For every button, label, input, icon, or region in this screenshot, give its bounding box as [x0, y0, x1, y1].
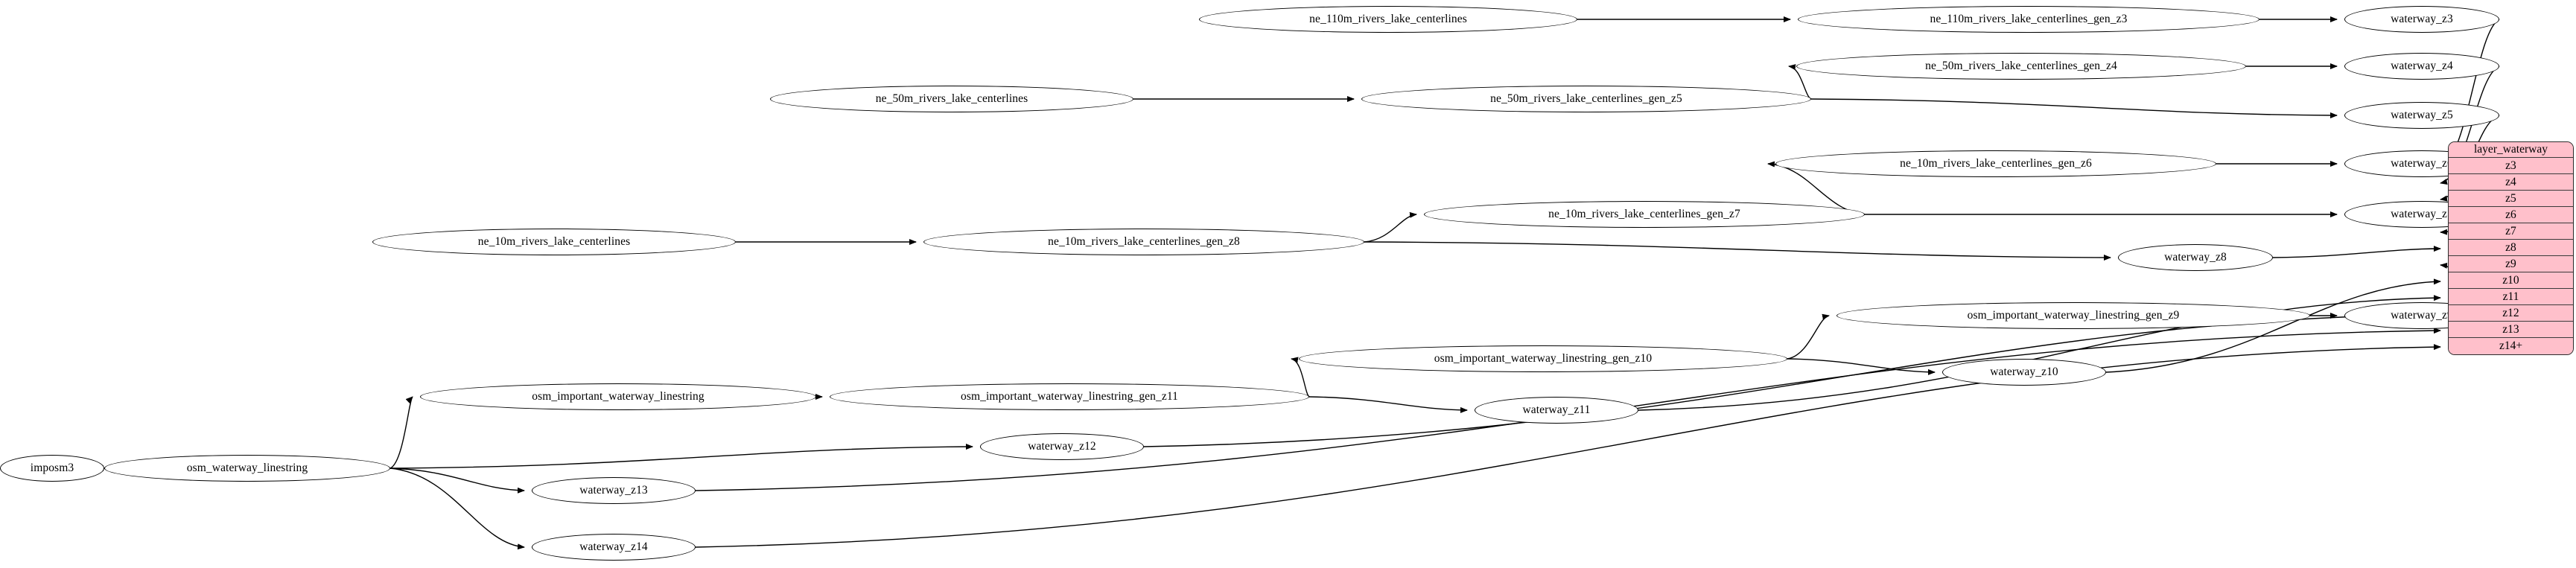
node-label: waterway_z14	[579, 540, 648, 554]
node-label: ne_10m_rivers_lake_centerlines_gen_z8	[1048, 235, 1240, 249]
edge-ne_10m_rivers_lake_centerlines_gen_z8-to-ne_10m_rivers_lake_centerlines_gen_z7	[1364, 211, 1417, 243]
layer-table-row-z12[interactable]: z12	[2449, 305, 2573, 322]
node-label: osm_waterway_linestring	[186, 462, 308, 475]
node-ne_110m_rivers_lake_centerlines_gen_z3[interactable]: ne_110m_rivers_lake_centerlines_gen_z3	[1798, 6, 2259, 33]
node-label: waterway_z5	[2391, 109, 2453, 122]
node-waterway_z11[interactable]: waterway_z11	[1475, 397, 1638, 424]
edge-osm_waterway_linestring-to-waterway_z12	[389, 444, 973, 469]
layer-table-row-z3[interactable]: z3	[2449, 158, 2573, 174]
node-label: ne_10m_rivers_lake_centerlines_gen_z6	[1900, 157, 2092, 170]
layer-table-row-z6[interactable]: z6	[2449, 207, 2573, 223]
node-waterway_z3[interactable]: waterway_z3	[2344, 6, 2499, 33]
edge-osm_waterway_linestring-to-waterway_z13	[389, 468, 525, 494]
node-label: ne_10m_rivers_lake_centerlines	[477, 235, 631, 249]
layer-table-header: layer_waterway	[2449, 142, 2573, 158]
node-label: ne_50m_rivers_lake_centerlines	[875, 92, 1028, 106]
node-label: waterway_z4	[2391, 60, 2453, 73]
node-label: imposm3	[30, 462, 74, 475]
node-ne_10m_rivers_lake_centerlines_gen_z7[interactable]: ne_10m_rivers_lake_centerlines_gen_z7	[1424, 201, 1865, 228]
edge-osm_important_waterway_linestring_gen_z10-to-waterway_z10	[1787, 358, 1936, 375]
node-osm_important_waterway_linestring[interactable]: osm_important_waterway_linestring	[420, 383, 816, 410]
edge-osm_important_waterway_linestring_gen_z11-to-waterway_z11	[1308, 396, 1468, 413]
node-ne_50m_rivers_lake_centerlines[interactable]: ne_50m_rivers_lake_centerlines	[770, 86, 1133, 112]
node-label: osm_important_waterway_linestring_gen_z1…	[961, 390, 1178, 403]
edge-osm_waterway_linestring-to-waterway_z14	[389, 468, 525, 550]
node-ne_10m_rivers_lake_centerlines_gen_z6[interactable]: ne_10m_rivers_lake_centerlines_gen_z6	[1775, 150, 2216, 177]
node-waterway_z8[interactable]: waterway_z8	[2118, 244, 2273, 271]
node-waterway_z13[interactable]: waterway_z13	[532, 477, 696, 504]
edge-ne_10m_rivers_lake_centerlines_gen_z8-to-waterway_z8	[1364, 241, 2111, 261]
node-ne_10m_rivers_lake_centerlines_gen_z8[interactable]: ne_10m_rivers_lake_centerlines_gen_z8	[923, 229, 1364, 255]
node-label: waterway_z11	[1522, 403, 1591, 417]
edge-waterway_z12-to-layer_waterway-z12	[1143, 311, 2441, 447]
node-label: waterway_z10	[1990, 366, 2058, 379]
layer-table-row-z7[interactable]: z7	[2449, 223, 2573, 240]
node-osm_important_waterway_linestring_gen_z10[interactable]: osm_important_waterway_linestring_gen_z1…	[1299, 345, 1787, 372]
node-label: waterway_z7	[2391, 208, 2453, 221]
edge-ne_50m_rivers_lake_centerlines_gen_z5-to-waterway_z5	[1810, 98, 2338, 118]
node-ne_10m_rivers_lake_centerlines[interactable]: ne_10m_rivers_lake_centerlines	[372, 229, 736, 255]
node-label: waterway_z9	[2391, 309, 2453, 322]
node-label: waterway_z6	[2391, 157, 2453, 170]
node-waterway_z4[interactable]: waterway_z4	[2344, 53, 2499, 80]
edge-osm_important_waterway_linestring_gen_z10-to-osm_important_waterway_linestring_gen_z9	[1787, 313, 1830, 360]
layer-table-row-z9[interactable]: z9	[2449, 256, 2573, 272]
edge-group	[96, 16, 2500, 550]
node-waterway_z5[interactable]: waterway_z5	[2344, 102, 2499, 129]
node-label: waterway_z3	[2391, 13, 2453, 26]
node-label: osm_important_waterway_linestring_gen_z1…	[1434, 352, 1653, 366]
edge-osm_waterway_linestring-to-osm_important_waterway_linestring	[389, 396, 413, 469]
node-osm_waterway_linestring[interactable]: osm_waterway_linestring	[104, 455, 390, 482]
node-label: waterway_z12	[1028, 440, 1096, 453]
node-waterway_z14[interactable]: waterway_z14	[532, 534, 696, 561]
node-waterway_z10[interactable]: waterway_z10	[1942, 359, 2106, 386]
node-label: waterway_z8	[2164, 251, 2227, 264]
node-label: osm_important_waterway_linestring	[532, 390, 705, 403]
edge-waterway_z8-to-layer_waterway-z8	[2272, 246, 2441, 258]
node-ne_110m_rivers_lake_centerlines[interactable]: ne_110m_rivers_lake_centerlines	[1199, 6, 1577, 33]
layer-table-row-z5[interactable]: z5	[2449, 191, 2573, 207]
edge-osm_important_waterway_linestring_gen_z11-to-osm_important_waterway_linestring_gen_z10	[1291, 357, 1310, 398]
layer-table-row-z11[interactable]: z11	[2449, 289, 2573, 305]
node-imposm3[interactable]: imposm3	[0, 455, 104, 482]
layer-table-row-z10[interactable]: z10	[2449, 272, 2573, 289]
node-osm_important_waterway_linestring_gen_z11[interactable]: osm_important_waterway_linestring_gen_z1…	[830, 383, 1309, 410]
node-ne_50m_rivers_lake_centerlines_gen_z5[interactable]: ne_50m_rivers_lake_centerlines_gen_z5	[1361, 86, 1811, 112]
node-ne_50m_rivers_lake_centerlines_gen_z4[interactable]: ne_50m_rivers_lake_centerlines_gen_z4	[1796, 53, 2246, 80]
node-label: ne_50m_rivers_lake_centerlines_gen_z5	[1490, 92, 1682, 106]
node-label: ne_110m_rivers_lake_centerlines	[1309, 13, 1467, 26]
layer-table-row-z4[interactable]: z4	[2449, 174, 2573, 191]
node-label: ne_50m_rivers_lake_centerlines_gen_z4	[1925, 60, 2117, 73]
node-label: osm_important_waterway_linestring_gen_z9	[1967, 309, 2180, 322]
node-waterway_z12[interactable]: waterway_z12	[980, 433, 1144, 460]
node-osm_important_waterway_linestring_gen_z9[interactable]: osm_important_waterway_linestring_gen_z9	[1836, 302, 2310, 329]
edge-waterway_z14-to-layer_waterway-z14+	[695, 344, 2441, 548]
node-label: waterway_z13	[579, 484, 648, 497]
layer-table-row-z13[interactable]: z13	[2449, 322, 2573, 338]
layer-table-row-z8[interactable]: z8	[2449, 240, 2573, 256]
node-label: ne_10m_rivers_lake_centerlines_gen_z7	[1548, 208, 1740, 221]
layer-table-row-z14+[interactable]: z14+	[2449, 338, 2573, 354]
node-label: ne_110m_rivers_lake_centerlines_gen_z3	[1930, 13, 2128, 26]
